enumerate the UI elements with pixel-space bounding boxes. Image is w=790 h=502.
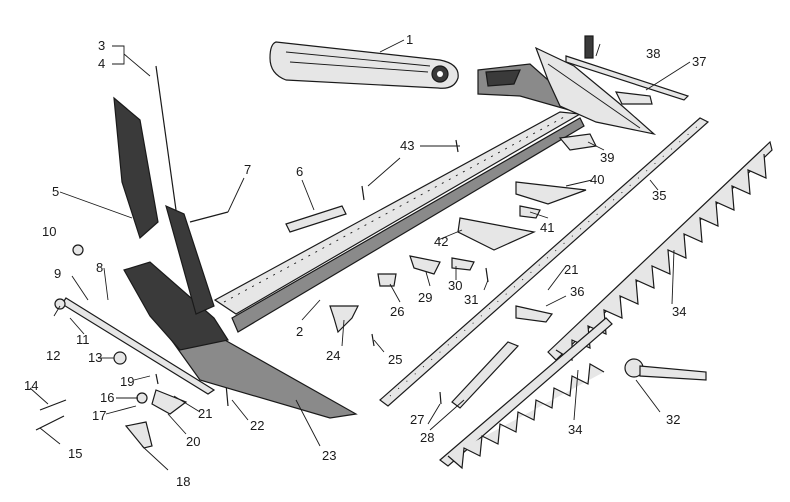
label-21-left: 21 bbox=[198, 406, 212, 421]
label-3: 3 bbox=[98, 38, 105, 53]
label-13: 13 bbox=[88, 350, 102, 365]
label-34-lower: 34 bbox=[568, 422, 582, 437]
label-15: 15 bbox=[68, 446, 82, 461]
leader-lines bbox=[29, 39, 691, 471]
label-2: 2 bbox=[296, 324, 303, 339]
label-12: 12 bbox=[46, 348, 60, 363]
label-10: 10 bbox=[42, 224, 56, 239]
label-35: 35 bbox=[652, 188, 666, 203]
label-41: 41 bbox=[540, 220, 554, 235]
label-4: 4 bbox=[98, 56, 105, 71]
label-1: 1 bbox=[406, 32, 413, 47]
label-24: 24 bbox=[326, 348, 340, 363]
part-42-guard bbox=[457, 217, 536, 251]
label-22: 22 bbox=[250, 418, 264, 433]
part-38-rod bbox=[565, 35, 690, 101]
part-34-knife-lower bbox=[439, 317, 613, 470]
label-9: 9 bbox=[54, 266, 61, 281]
label-37: 37 bbox=[692, 54, 706, 69]
label-5: 5 bbox=[52, 184, 59, 199]
label-8: 8 bbox=[96, 260, 103, 275]
label-18: 18 bbox=[176, 474, 190, 489]
label-6: 6 bbox=[296, 164, 303, 179]
label-20: 20 bbox=[186, 434, 200, 449]
part-1-cover-plate bbox=[269, 41, 459, 89]
part-37-clip bbox=[614, 91, 653, 105]
label-7: 7 bbox=[244, 162, 251, 177]
label-34-upper: 34 bbox=[672, 304, 686, 319]
part-28-knife-head bbox=[451, 341, 520, 409]
label-25: 25 bbox=[388, 352, 402, 367]
label-26: 26 bbox=[390, 304, 404, 319]
part-40-guard bbox=[515, 181, 587, 205]
part-3-4-5-lever bbox=[113, 65, 215, 315]
label-21-right: 21 bbox=[564, 262, 578, 277]
part-34-knife-upper bbox=[547, 140, 773, 362]
label-11: 11 bbox=[76, 332, 90, 347]
small-clips bbox=[329, 205, 554, 334]
part-35-knife-back bbox=[379, 117, 710, 407]
label-23: 23 bbox=[322, 448, 336, 463]
label-16: 16 bbox=[100, 390, 114, 405]
small-hardware bbox=[54, 244, 188, 449]
outer-shoe-assembly bbox=[477, 46, 657, 136]
callout-labels: 1 2 3 4 5 6 7 8 9 10 11 12 13 14 15 16 1… bbox=[24, 32, 706, 489]
label-39: 39 bbox=[600, 150, 614, 165]
label-38: 38 bbox=[646, 46, 660, 61]
part-23-inner-shoe bbox=[123, 261, 358, 419]
label-30: 30 bbox=[448, 278, 462, 293]
part-6-plate bbox=[285, 205, 347, 233]
label-36: 36 bbox=[570, 284, 584, 299]
label-31: 31 bbox=[464, 292, 478, 307]
label-27: 27 bbox=[410, 412, 424, 427]
label-32: 32 bbox=[666, 412, 680, 427]
label-43: 43 bbox=[400, 138, 414, 153]
label-28: 28 bbox=[420, 430, 434, 445]
label-42: 42 bbox=[434, 234, 448, 249]
label-19: 19 bbox=[120, 374, 134, 389]
label-40: 40 bbox=[590, 172, 604, 187]
label-29: 29 bbox=[418, 290, 432, 305]
label-14: 14 bbox=[24, 378, 38, 393]
label-17: 17 bbox=[92, 408, 106, 423]
part-32-wrench bbox=[624, 358, 707, 381]
